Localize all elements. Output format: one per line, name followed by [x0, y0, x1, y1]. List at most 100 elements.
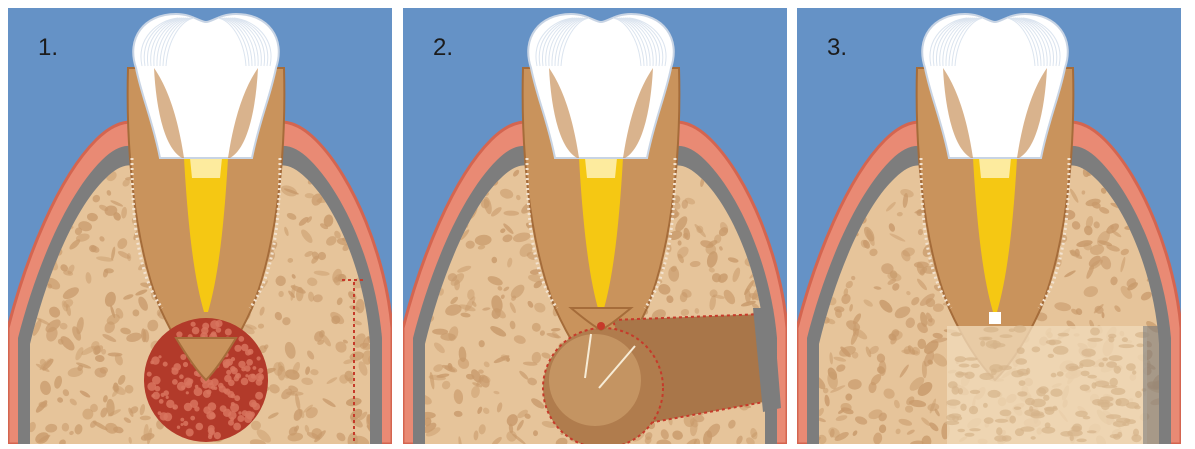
regen-pore [980, 341, 985, 347]
regen-pore [1053, 346, 1069, 355]
lesion-granule [257, 356, 261, 360]
lesion-granule [253, 403, 261, 411]
lesion-granule [172, 379, 178, 385]
lesion-granule [230, 403, 239, 412]
regen-pore [1102, 358, 1108, 362]
regen-pore [951, 332, 962, 336]
regen-pore [1070, 435, 1074, 441]
lesion-granule [160, 412, 168, 420]
lesion-granule [183, 362, 188, 367]
regen-pore [1106, 414, 1121, 419]
regen-pore [969, 428, 981, 431]
pulp-highlight [585, 158, 617, 178]
regen-pore [1080, 385, 1090, 391]
lesion-granule [216, 327, 222, 333]
lesion-granule [223, 359, 231, 367]
lesion-granule [247, 349, 253, 355]
regen-pore [983, 403, 988, 408]
regen-pore [1119, 344, 1135, 348]
regen-pore [1092, 382, 1097, 388]
lesion-granule [190, 416, 195, 421]
regen-pore [1043, 395, 1049, 401]
lesion-granule [230, 366, 236, 372]
regen-pore [1111, 388, 1126, 395]
lesion-granule [183, 421, 188, 426]
lesion-granule [180, 354, 186, 360]
regen-pore [1017, 347, 1025, 354]
tooth-crown [133, 14, 279, 158]
lesion-granule [194, 387, 203, 396]
panel-2-surgery: 2. [403, 8, 787, 444]
regen-pore [1031, 399, 1046, 408]
lesion-granule [173, 406, 176, 409]
lesion-granule [181, 423, 184, 426]
regen-pore [1014, 325, 1027, 332]
regen-pore [1076, 439, 1086, 443]
regen-pore [1045, 422, 1051, 428]
lesion-granule [196, 423, 204, 431]
retrograde-filling-healed [989, 312, 1001, 324]
lesion-granule [206, 411, 215, 420]
lesion-granule [226, 370, 231, 375]
lesion-granule [186, 391, 189, 394]
regen-pore [971, 364, 980, 368]
regen-pore [1135, 391, 1142, 398]
lesion-granule [244, 365, 250, 371]
regen-pore [1090, 328, 1100, 336]
regen-pore [965, 433, 975, 437]
lesion-granule [220, 405, 227, 412]
lesion-granule [186, 429, 194, 437]
lesion-granule [150, 361, 154, 365]
regen-pore [1106, 361, 1117, 368]
lesion-granule [258, 368, 263, 373]
lesion-granule [238, 411, 241, 414]
regen-pore [1083, 416, 1091, 420]
lesion-granule [158, 355, 161, 358]
regen-pore [1031, 436, 1036, 440]
lesion-granule [180, 418, 184, 422]
regen-pore [965, 357, 978, 360]
regen-pore [1046, 340, 1062, 345]
lesion-granule [241, 378, 249, 386]
lesion-granule [208, 402, 217, 411]
regen-pore [1058, 333, 1070, 337]
lesion-granule [163, 362, 168, 367]
pulp-highlight [979, 158, 1011, 178]
regen-pore [984, 417, 994, 424]
step-label-1: 1. [38, 34, 58, 62]
lesion-granule [238, 336, 244, 342]
regen-pore [957, 429, 965, 432]
lesion-granule [192, 327, 200, 335]
lesion-granule [251, 374, 256, 379]
regen-pore [1032, 346, 1041, 352]
regen-pore [1050, 389, 1062, 397]
lesion-granule [234, 395, 240, 401]
lesion-granule [166, 396, 169, 399]
regen-pore [995, 419, 1008, 423]
lesion-granule [237, 415, 244, 422]
lesion-granule [176, 331, 182, 337]
lesion-granule [152, 376, 161, 385]
regen-pore [1071, 426, 1081, 432]
regen-pore [1087, 430, 1097, 433]
lesion-granule [224, 375, 232, 383]
illustration-panel-1 [8, 8, 392, 444]
regen-pore [1117, 432, 1122, 438]
regen-pore [996, 427, 1002, 435]
lesion-granule [255, 392, 263, 400]
lesion-granule [223, 388, 228, 393]
lesion-granule [185, 381, 192, 388]
regen-pore [990, 343, 1006, 348]
step-label-3: 3. [827, 34, 847, 62]
lesion-granule [208, 435, 212, 439]
step-label-2: 2. [433, 34, 453, 62]
lesion-granule [214, 432, 221, 439]
regen-pore [969, 406, 978, 414]
lesion-granule [231, 357, 235, 361]
regen-pore [1000, 334, 1013, 338]
regen-pore [989, 364, 1003, 372]
regen-pore [1000, 410, 1012, 417]
lesion-granule [206, 389, 211, 394]
regen-pore [1134, 405, 1141, 409]
